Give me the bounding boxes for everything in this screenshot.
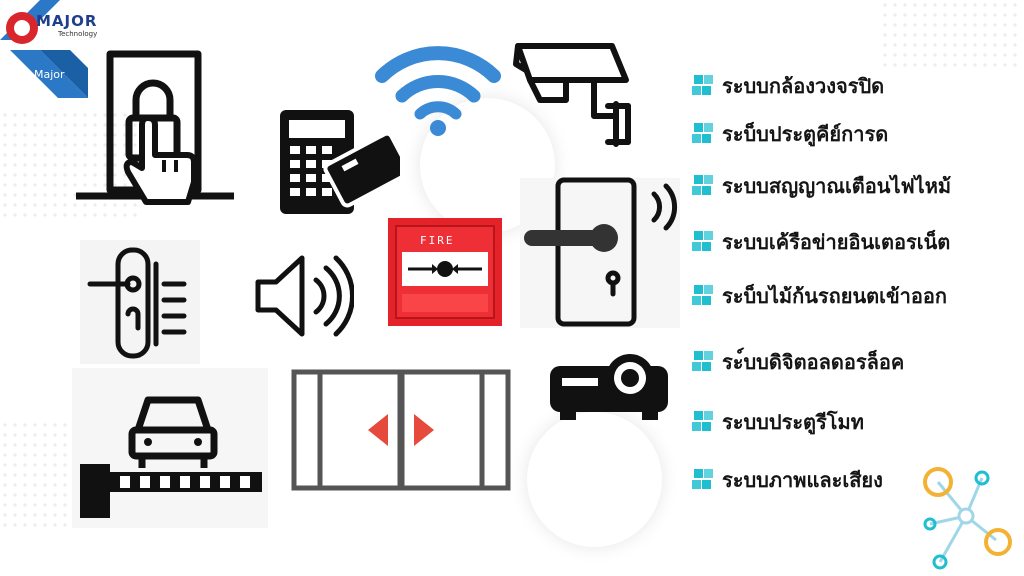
door-access-icon xyxy=(76,50,234,205)
tile-bullet-icon xyxy=(692,351,713,371)
wifi-icon xyxy=(375,46,501,136)
system-label: ระบ็บไม้ก้นรถยนตเข้าออก xyxy=(722,284,947,308)
speaker-icon xyxy=(255,255,354,337)
logo-subtitle: Technology xyxy=(58,30,98,38)
sliding-door-icon xyxy=(291,369,511,491)
list-item: ระบบสญญาณเตือนไฟไหม้ xyxy=(690,168,951,204)
system-label: ระบบกล้องวงจรปิด xyxy=(722,74,885,98)
system-label: ระบบเค้รือข่ายอินเตอรเน็ต xyxy=(722,230,951,254)
list-item: ระบ็บไม้ก้นรถยนตเข้าออก xyxy=(690,278,947,314)
list-item: ระบบภาพและเสียง xyxy=(690,462,883,498)
tile-bullet-icon xyxy=(692,231,713,251)
smart-handle-icon xyxy=(524,177,678,327)
tile-bullet-icon xyxy=(692,285,713,305)
tile-bullet-icon xyxy=(692,123,713,143)
system-label: ระ์บบดิจิตอลดอรล็อค xyxy=(722,350,905,374)
list-item: ระบ็บประตูคีย์การด xyxy=(690,116,888,152)
tile-bullet-icon xyxy=(692,411,713,431)
tile-bullet-icon xyxy=(692,175,713,195)
network-nodes-icon xyxy=(923,467,1012,570)
list-item: ระบบเค้รือข่ายอินเตอรเน็ต xyxy=(690,224,950,260)
projector-icon xyxy=(550,354,668,420)
system-list: ระบบกล้องวงจรปิด ระบ็บประตูคีย์การด ระบบ… xyxy=(690,64,1020,504)
list-item: ระ์บบดิจิตอลดอรล็อค xyxy=(690,344,904,380)
list-item: ระบบกล้องวงจรปิด xyxy=(690,68,884,104)
tile-bullet-icon xyxy=(692,469,713,489)
car-barrier-icon xyxy=(80,396,262,518)
handle-panel-bg xyxy=(520,178,680,328)
cctv-icon xyxy=(513,43,631,147)
dot-pattern xyxy=(0,110,140,220)
company-logo xyxy=(0,0,110,108)
fire-alarm-icon xyxy=(388,218,502,326)
system-label: ระบบประตูรีโมท xyxy=(722,410,864,434)
door-lock-sound-icon xyxy=(87,247,187,359)
system-label: ระบบภาพและเสียง xyxy=(722,468,883,492)
fire-alarm-label: FIRE xyxy=(420,234,455,247)
keypad-card-icon xyxy=(280,110,400,214)
dot-pattern xyxy=(880,0,1020,70)
list-item: ระบบประตูรีโมท xyxy=(690,404,864,440)
system-label: ระบ็บประตูคีย์การด xyxy=(722,122,889,146)
logo-tag: Major xyxy=(34,68,65,81)
logo-brand: MAJOR xyxy=(36,12,98,30)
ghost-circle xyxy=(527,412,662,547)
system-label: ระบบสญญาณเตือนไฟไหม้ xyxy=(722,174,952,198)
tile-bullet-icon xyxy=(692,75,713,95)
